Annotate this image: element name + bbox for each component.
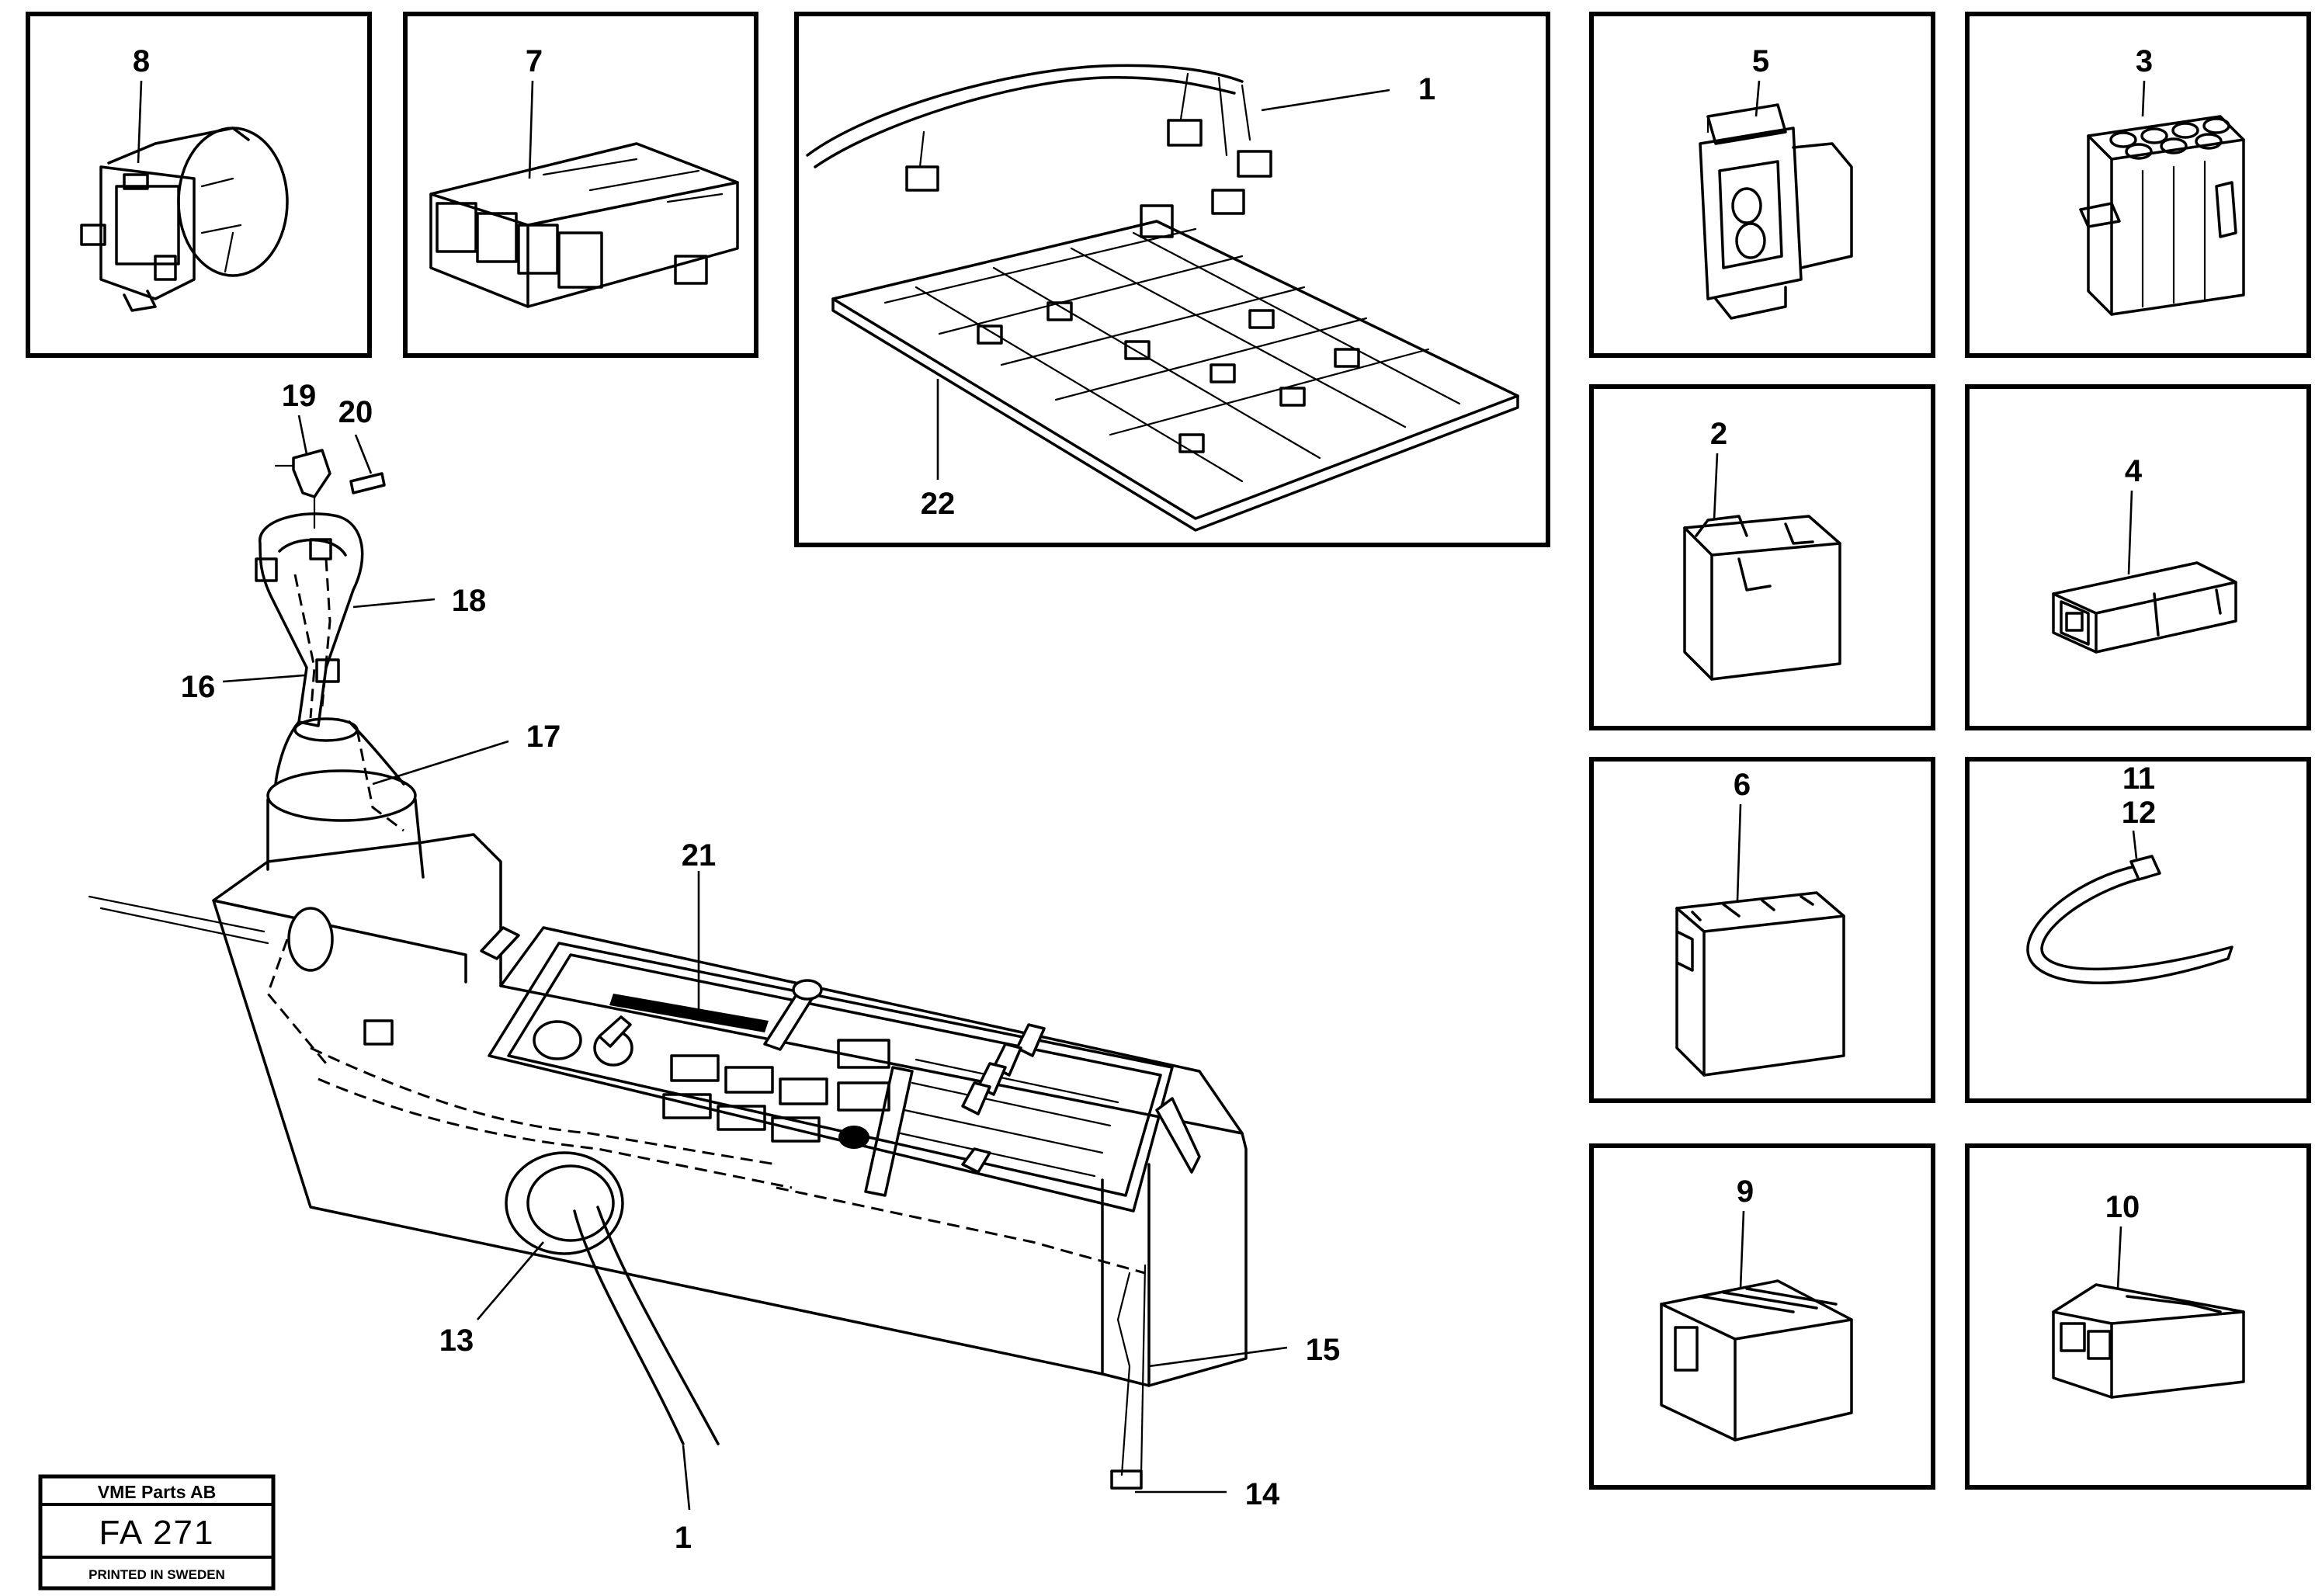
callout-6: 6 [1734,768,1751,802]
circuit-board-drawing [831,204,1519,532]
callout-11: 11 [2122,762,2155,796]
leader-11-12 [2132,830,2138,859]
control-console-assembly: 20 19 18 16 17 21 13 15 14 1 [88,379,1341,1555]
callout-20: 20 [338,395,373,429]
leader-6 [1736,803,1742,901]
callout-3: 3 [2136,44,2153,78]
control-panel-plate [480,926,1201,1213]
leader-15 [1148,1346,1288,1368]
leader-5 [1754,80,1761,117]
part-9-drawing [1660,1279,1853,1442]
panel-part-3: 3 [1965,12,2311,358]
part-6-drawing [1675,891,1845,1077]
leader-2 [1713,453,1719,521]
callout-15: 15 [1306,1333,1341,1367]
leader-8 [137,80,143,164]
cables-and-grommet [88,895,1147,1490]
round-connector-drawing [80,127,289,312]
part-5-drawing [1699,103,1853,320]
callout-9: 9 [1737,1174,1754,1209]
panel-part-4: 4 [1965,384,2311,730]
callout-10: 10 [2105,1190,2140,1224]
joystick-handle [255,512,364,727]
callout-8: 8 [133,44,150,78]
console-body [212,833,1248,1387]
callout-4: 4 [2125,454,2143,488]
callout-7: 7 [526,44,543,78]
leader-4 [2127,490,2133,575]
leader-19 [297,415,308,455]
callout-14: 14 [1245,1477,1280,1511]
four-way-housing-drawing [429,142,739,308]
panel-part-5: 5 [1589,12,1935,358]
callout-12: 12 [2122,796,2157,830]
panel-part-6: 6 [1589,757,1935,1103]
callout-19: 19 [282,379,317,413]
panel-part-2: 2 [1589,384,1935,730]
panel-part-8: 8 [26,12,372,358]
callout-13: 13 [439,1324,474,1358]
leader-16 [222,674,305,683]
callout-5: 5 [1752,44,1769,78]
leader-20 [354,434,373,474]
callout-1-top: 1 [1418,72,1435,106]
panel-part-10: 10 [1965,1143,2311,1490]
leader-17 [372,740,509,786]
callout-22: 22 [921,487,956,521]
leader-3 [2141,80,2146,117]
callout-18: 18 [452,584,487,618]
part-2-drawing [1683,515,1841,681]
callout-17: 17 [526,720,561,754]
cable-tie-drawing [2026,855,2233,984]
panel-part-9: 9 [1589,1143,1935,1490]
callout-21: 21 [682,838,717,873]
callout-16: 16 [181,670,216,704]
leader-9 [1739,1210,1745,1289]
joystick-boot [266,717,425,879]
callout-1-bottom: 1 [675,1521,692,1555]
plate-company: VME Parts AB [98,1482,217,1502]
leader-13 [477,1241,544,1320]
leader-1-bottom [682,1445,691,1511]
harness-wires [806,64,1272,215]
panel-circuit-board: 1 22 [794,12,1550,547]
leader-10 [2116,1226,2122,1289]
part-3-drawing [2079,115,2245,316]
callout-2: 2 [1710,417,1727,451]
plate-code: FA 271 [99,1514,214,1552]
nameplate: VME Parts AB FA 271 PRINTED IN SWEDEN [38,1474,276,1591]
leader-18 [352,598,436,609]
panel-part-11-12: 11 12 [1965,757,2311,1103]
leader-7 [528,80,534,179]
panel-part-7: 7 [403,12,758,358]
part-10-drawing [2052,1283,2245,1399]
lever-screw-and-pin [274,449,386,529]
part-4-drawing [2052,561,2237,654]
plate-printed: PRINTED IN SWEDEN [89,1567,225,1582]
leader-1-top [1261,88,1390,112]
